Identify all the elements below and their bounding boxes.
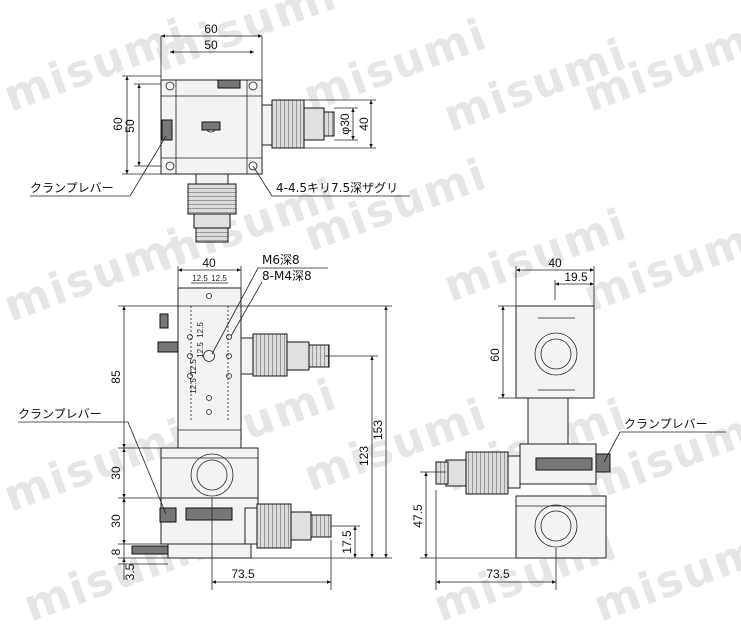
- dim-height-60: 60: [111, 117, 125, 131]
- dim-side-height-60: 60: [488, 348, 502, 362]
- micrometer-knob: [271, 99, 305, 149]
- dim-side-height-47-5: 47.5: [411, 504, 425, 528]
- dim-height-8: 8: [109, 548, 123, 555]
- lower-stage: [160, 497, 259, 545]
- dim-height-153: 153: [371, 420, 385, 440]
- dim-height-17-5: 17.5: [340, 530, 354, 554]
- dim-height-30a: 30: [109, 466, 123, 480]
- technical-drawing: 60 50 60 50: [18, 22, 726, 590]
- dim-pitch-2: 12.5: [211, 274, 227, 283]
- dim-vpitch-3: 12.5: [189, 359, 198, 375]
- dim-side-width-19-5: 19.5: [564, 270, 588, 284]
- front-view: 40 12.5 12.5 12.5 12.5 12.5 12.5: [18, 253, 392, 590]
- dim-vpitch-4: 12.5: [189, 378, 198, 394]
- dim-vpitch-1: 12.5: [196, 322, 205, 338]
- label-clamp-lever-side: クランプレバー: [624, 417, 708, 431]
- dim-height-85: 85: [109, 370, 123, 384]
- dim-width-50: 50: [204, 38, 218, 52]
- dim-width-60: 60: [204, 22, 218, 36]
- top-view: 60 50 60 50: [30, 22, 410, 243]
- side-view: 40 19.5 60 47.5: [411, 256, 726, 590]
- dim-height-30b: 30: [109, 514, 123, 528]
- label-clamp-lever-front: クランプレバー: [18, 407, 102, 421]
- label-m6-depth: M6深8: [262, 253, 300, 267]
- upper-stage: [177, 287, 242, 449]
- dim-pitch-1: 12.5: [192, 274, 208, 283]
- dim-height-3-5: 3.5: [123, 563, 137, 580]
- dim-height-123: 123: [357, 446, 371, 466]
- lower-knob: [187, 183, 237, 215]
- label-m4-depth: 8-M4深8: [262, 269, 312, 283]
- dim-side-width-73-5: 73.5: [486, 567, 510, 581]
- label-counterbore: 4-4.5キリ7.5深ザグリ: [276, 181, 398, 195]
- middle-stage: [160, 447, 259, 499]
- dim-height-50: 50: [123, 119, 137, 133]
- dim-front-width-40: 40: [202, 256, 216, 270]
- dim-front-width-73-5: 73.5: [231, 567, 255, 581]
- dim-height-40: 40: [357, 117, 371, 131]
- side-upper-block: [515, 305, 595, 399]
- dim-side-width-40: 40: [548, 256, 562, 270]
- label-clamp-lever-top: クランプレバー: [30, 181, 114, 195]
- dim-diameter-30: φ30: [338, 113, 352, 134]
- dim-vpitch-2: 12.5: [196, 342, 205, 358]
